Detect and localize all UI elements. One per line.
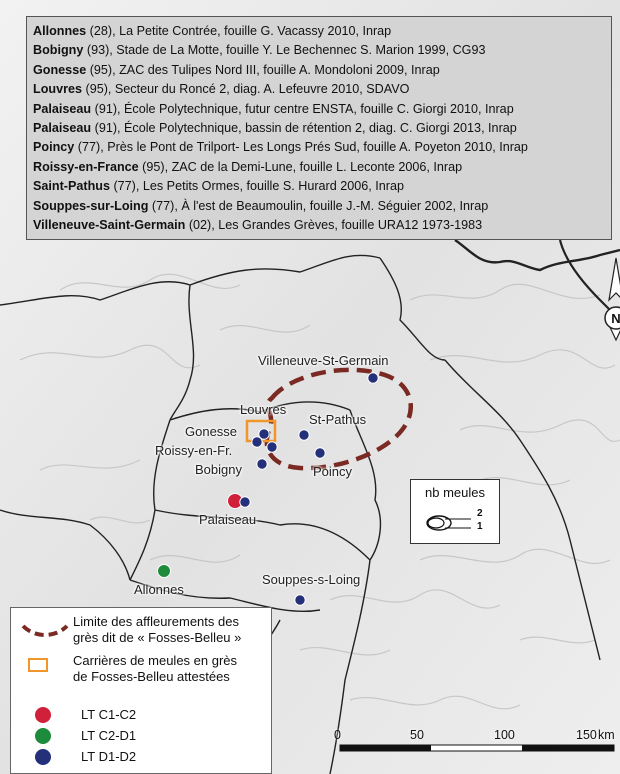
- regional-border: [454, 239, 620, 272]
- site-entry: Roissy-en-France (95), ZAC de la Demi-Lu…: [33, 159, 463, 174]
- site-souppes: [294, 594, 306, 606]
- north-arrow: N: [604, 257, 620, 342]
- scale-tick-50: 50: [410, 728, 424, 742]
- site-entry: Poincy (77), Près le Pont de Trilport- L…: [33, 140, 528, 155]
- site-roissy: [266, 441, 278, 453]
- outcrop-limit-ellipse: [264, 367, 413, 471]
- legend-quarry-line2: de Fosses-Belleu attestées: [73, 669, 230, 684]
- site-entry: Bobigny (93), Stade de La Motte, fouille…: [33, 43, 486, 58]
- scale-tick-0: 0: [334, 728, 341, 742]
- meules-title: nb meules: [425, 485, 485, 500]
- site-palaiseau-ltd: [239, 496, 251, 508]
- quarry-swatch: [28, 658, 48, 672]
- scale-tick-100: 100: [494, 728, 515, 742]
- sites-reference-box: Allonnes (28), La Petite Contrée, fouill…: [26, 16, 612, 240]
- label-gonesse: Gonesse: [185, 424, 238, 439]
- label-villeneuve: Villeneuve-St-Germain: [258, 353, 389, 368]
- legend-period-ltc1c2: LT C1-C2: [81, 707, 137, 722]
- label-st-pathus: St-Pathus: [309, 412, 367, 427]
- period-swatch-ltc1c2: [35, 707, 51, 723]
- meules-count-one: 1: [477, 521, 483, 532]
- meules-count-legend: nb meules 2 1: [410, 479, 500, 544]
- outcrop-limit-swatch: [21, 624, 69, 637]
- period-swatch-ltd1d2: [35, 749, 51, 765]
- administrative-boundaries: [0, 254, 601, 774]
- legend-period-ltd1d2: LT D1-D2: [81, 749, 137, 764]
- label-roissy: Roissy-en-Fr.: [155, 443, 233, 458]
- scale-tick-150: 150: [576, 728, 597, 742]
- regional-border-east: [558, 239, 620, 321]
- site-villeneuve: [367, 372, 379, 384]
- site-entry: Louvres (95), Secteur du Roncé 2, diag. …: [33, 82, 410, 97]
- site-entry: Allonnes (28), La Petite Contrée, fouill…: [33, 24, 392, 38]
- period-swatch-ltc2d1: [35, 728, 51, 744]
- site-gonesse: [251, 436, 263, 448]
- site-allonnes: [157, 564, 171, 578]
- scale-unit: km: [598, 728, 615, 742]
- site-entry: Palaiseau (91), École Polytechnique, fut…: [33, 101, 514, 116]
- label-allonnes: Allonnes: [134, 582, 184, 597]
- site-st-pathus: [298, 429, 310, 441]
- legend-quarry-line1: Carrières de meules en grès: [73, 653, 238, 668]
- map-legend: Limite des affleurements des grès dit de…: [10, 607, 272, 774]
- legend-limit-line1: Limite des affleurements des: [73, 614, 239, 629]
- site-poincy: [314, 447, 326, 459]
- meules-count-two: 2: [477, 508, 483, 519]
- site-entry: Souppes-sur-Loing (77), À l'est de Beaum…: [33, 198, 489, 213]
- legend-limit-line2: grès dit de « Fosses-Belleu »: [73, 630, 242, 645]
- meules-symbol: [426, 515, 471, 531]
- site-entry: Palaiseau (91), École Polytechnique, bas…: [33, 121, 517, 136]
- relief-hatching: [19, 273, 620, 710]
- label-palaiseau: Palaiseau: [199, 512, 257, 527]
- site-louvres: [258, 428, 270, 440]
- north-letter: N: [611, 311, 620, 326]
- label-bobigny: Bobigny: [195, 462, 242, 477]
- label-louvres: Louvres: [240, 402, 287, 417]
- site-entry: Gonesse (95), ZAC des Tulipes Nord III, …: [33, 62, 440, 77]
- scale-bar: [339, 744, 615, 752]
- label-poincy: Poincy: [313, 464, 353, 479]
- site-entry: Saint-Pathus (77), Les Petits Ormes, fou…: [33, 179, 404, 194]
- site-entry: Villeneuve-Saint-Germain (02), Les Grand…: [33, 218, 483, 233]
- legend-period-ltc2d1: LT C2-D1: [81, 728, 137, 743]
- label-souppes: Souppes-s-Loing: [262, 572, 361, 587]
- site-bobigny: [256, 458, 268, 470]
